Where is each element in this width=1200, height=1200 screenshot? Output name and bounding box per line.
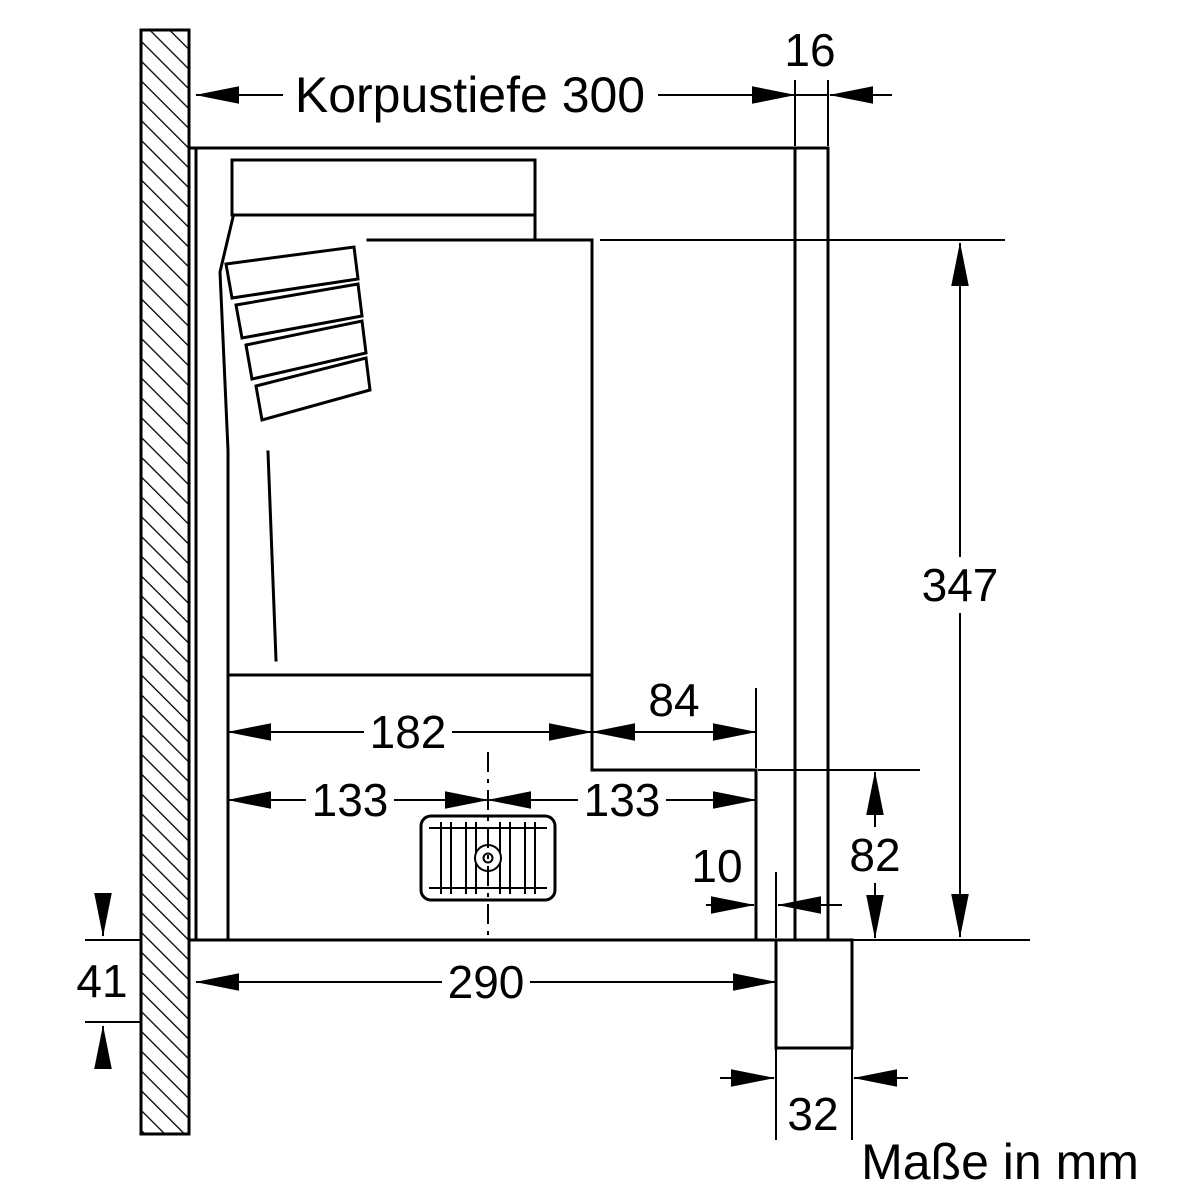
dim-handle-width: 32: [720, 1069, 908, 1140]
dim-step-height: 82: [844, 771, 906, 939]
flap-1: [224, 245, 360, 300]
units-note: Maße in mm: [861, 1134, 1139, 1190]
dim-label-82: 82: [849, 829, 900, 881]
flap-4: [254, 356, 372, 422]
cabinet-outline: [188, 146, 1030, 942]
dim-body-depth: 182: [227, 705, 593, 759]
dim-label-16: 16: [784, 24, 835, 76]
dim-korpustiefe: Korpustiefe 300: [195, 67, 796, 123]
dim-step-depth: 84: [591, 674, 757, 741]
dim-center-left: 133: [227, 773, 489, 827]
dim-label-32: 32: [787, 1088, 838, 1140]
dim-center-right: 133: [487, 773, 757, 827]
flap-3: [244, 319, 368, 381]
dim-gap: 10: [691, 840, 842, 914]
wall-hatched: [139, 28, 191, 1136]
front-panel-bottom-strip: [774, 938, 854, 1050]
dim-label-182: 182: [370, 706, 447, 758]
flap-2: [234, 282, 364, 340]
filter-flaps: [224, 245, 372, 422]
front-panel: [774, 146, 854, 1050]
dim-pullout-height: 347: [914, 242, 1006, 938]
dim-label-290: 290: [448, 956, 525, 1008]
dim-label-10: 10: [691, 840, 742, 892]
dim-label-133-right: 133: [584, 774, 661, 826]
dim-front-panel-thickness: 16: [784, 24, 892, 104]
dim-bottom-depth: 290: [195, 955, 777, 1009]
dim-label-84: 84: [648, 674, 699, 726]
dim-label-41: 41: [76, 955, 127, 1007]
dim-label-korpustiefe: Korpustiefe 300: [295, 67, 645, 123]
dim-label-133-left: 133: [312, 774, 389, 826]
hood-inner-edge: [266, 450, 278, 662]
dim-bottom-overhang: 41: [76, 892, 128, 1070]
hood-front-edge: [218, 215, 235, 677]
dim-label-347: 347: [922, 559, 999, 611]
